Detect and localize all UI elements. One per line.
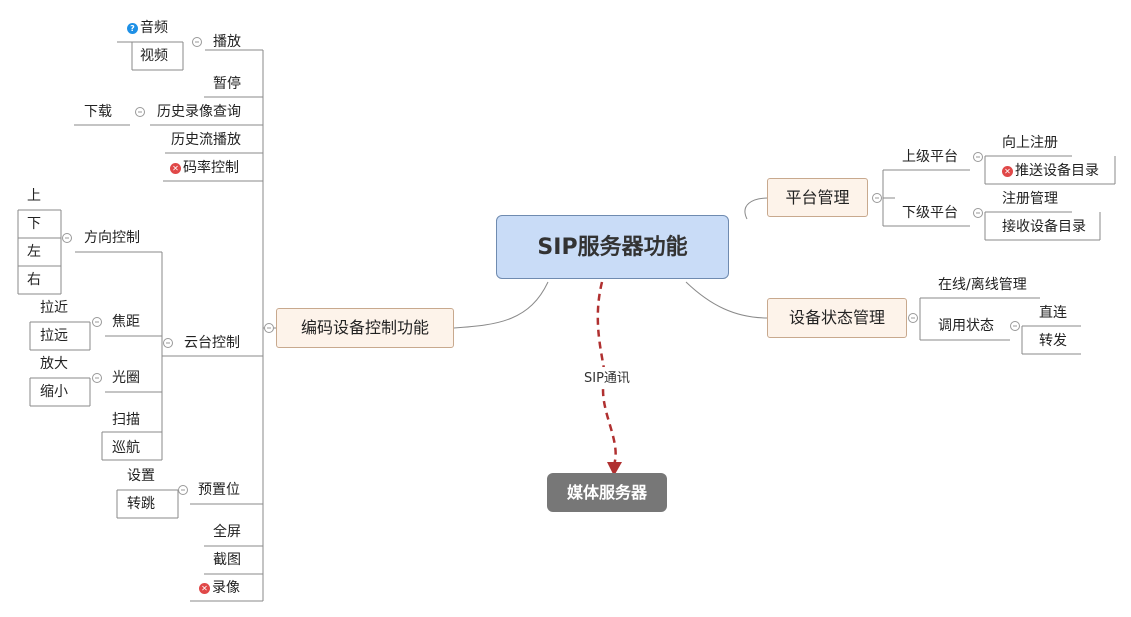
- zoom-out-node[interactable]: 拉远: [40, 328, 68, 344]
- pause-node[interactable]: 暂停: [213, 76, 241, 92]
- edge-label: SIP通讯: [582, 367, 632, 386]
- encoder-control-node[interactable]: 编码设备控制功能: [276, 308, 454, 348]
- help-icon: ?: [127, 23, 138, 34]
- preset-set-node[interactable]: 设置: [127, 468, 155, 484]
- push-catalog-node[interactable]: ✕推送设备目录: [1002, 162, 1099, 180]
- download-node[interactable]: 下载: [84, 104, 112, 120]
- audio-node[interactable]: ?音频: [127, 19, 168, 37]
- iris-node[interactable]: 光圈: [112, 370, 140, 386]
- device-status-node[interactable]: 设备状态管理: [767, 298, 907, 338]
- iris-close-node[interactable]: 缩小: [40, 384, 68, 400]
- iris-open-node[interactable]: 放大: [40, 356, 68, 372]
- history-stream-node[interactable]: 历史流播放: [171, 132, 241, 148]
- call-status-node[interactable]: 调用状态: [938, 318, 994, 334]
- right-node[interactable]: 右: [27, 272, 41, 288]
- record-label: 录像: [212, 580, 240, 596]
- cruise-node[interactable]: 巡航: [112, 440, 140, 456]
- record-node[interactable]: ✕录像: [199, 579, 240, 597]
- video-node[interactable]: 视频: [140, 48, 168, 64]
- push-catalog-label: 推送设备目录: [1015, 163, 1099, 179]
- up-node[interactable]: 上: [27, 188, 41, 204]
- down-node[interactable]: 下: [27, 216, 41, 232]
- arrow-head-icon: [607, 462, 622, 476]
- snapshot-node[interactable]: 截图: [213, 552, 241, 568]
- register-manage-node[interactable]: 注册管理: [1002, 191, 1058, 207]
- preset-goto-node[interactable]: 转跳: [127, 496, 155, 512]
- receive-catalog-node[interactable]: 接收设备目录: [1002, 219, 1086, 235]
- direction-node[interactable]: 方向控制: [84, 230, 140, 246]
- ptz-node[interactable]: 云台控制: [184, 335, 240, 351]
- preset-node[interactable]: 预置位: [198, 482, 240, 498]
- media-server-node[interactable]: 媒体服务器: [547, 473, 667, 512]
- left-node[interactable]: 左: [27, 244, 41, 260]
- zoom-in-node[interactable]: 拉近: [40, 300, 68, 316]
- register-upward-node[interactable]: 向上注册: [1002, 135, 1058, 151]
- bitrate-node[interactable]: ✕码率控制: [170, 159, 239, 177]
- upper-platform-node[interactable]: 上级平台: [902, 149, 958, 165]
- bitrate-label: 码率控制: [183, 160, 239, 176]
- direct-connect-node[interactable]: 直连: [1039, 305, 1067, 321]
- fullscreen-node[interactable]: 全屏: [213, 524, 241, 540]
- error-icon: ✕: [170, 163, 181, 174]
- error-icon: ✕: [199, 583, 210, 594]
- lower-platform-node[interactable]: 下级平台: [902, 205, 958, 221]
- audio-label: 音频: [140, 20, 168, 36]
- forward-node[interactable]: 转发: [1039, 333, 1067, 349]
- history-query-node[interactable]: 历史录像查询: [157, 104, 241, 120]
- platform-management-node[interactable]: 平台管理: [767, 178, 868, 217]
- focus-node[interactable]: 焦距: [112, 314, 140, 330]
- central-topic[interactable]: SIP服务器功能: [496, 215, 729, 279]
- scan-node[interactable]: 扫描: [112, 412, 140, 428]
- play-node[interactable]: 播放: [213, 34, 241, 50]
- error-icon: ✕: [1002, 166, 1013, 177]
- online-offline-node[interactable]: 在线/离线管理: [938, 277, 1027, 293]
